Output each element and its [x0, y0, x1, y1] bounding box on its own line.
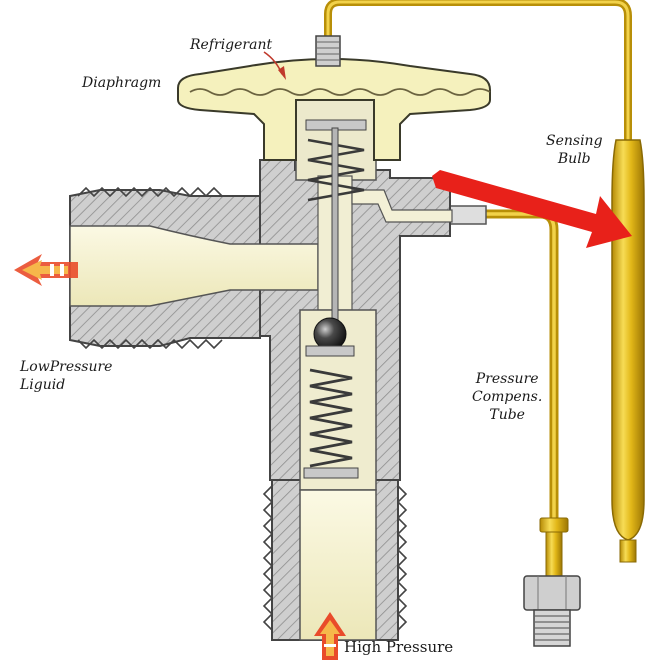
diaphragm-membrane — [189, 88, 491, 96]
pressure-comp-label-line3: Tube — [489, 407, 525, 423]
arrow-right-icon — [432, 170, 632, 248]
sensing-bulb-label-line1: Sensing — [546, 133, 603, 149]
valve-ball — [313, 317, 347, 351]
sensing-bulb-label-line2: Bulb — [557, 151, 591, 167]
pressure-comp-label: Pressure Compens. Tube — [472, 370, 542, 424]
diaphragm-head — [177, 35, 491, 161]
pressure-compensation-tube — [460, 209, 581, 647]
pressure-comp-label-line2: Compens. — [472, 389, 543, 405]
sensing-bulb — [611, 139, 645, 563]
arrow-left-icon — [14, 254, 78, 286]
comp-port — [449, 205, 487, 225]
valve-body — [69, 99, 453, 641]
arrow-up-icon — [314, 612, 346, 660]
low-pressure-label-line1: LowPressure — [20, 359, 113, 375]
diaphragm-label: Diaphragm — [82, 75, 162, 91]
low-pressure-label: LowPressure Liguid — [20, 358, 112, 394]
push-rod — [331, 127, 339, 329]
sensing-bulb-label: Sensing Bulb — [546, 132, 603, 168]
refrigerant-label: Refrigerant — [190, 37, 273, 53]
lower-spring — [309, 368, 353, 468]
high-pressure-label: High Pressure — [344, 638, 454, 656]
pressure-comp-label-line1: Pressure — [475, 371, 539, 387]
low-pressure-label-line2: Liguid — [20, 377, 66, 393]
